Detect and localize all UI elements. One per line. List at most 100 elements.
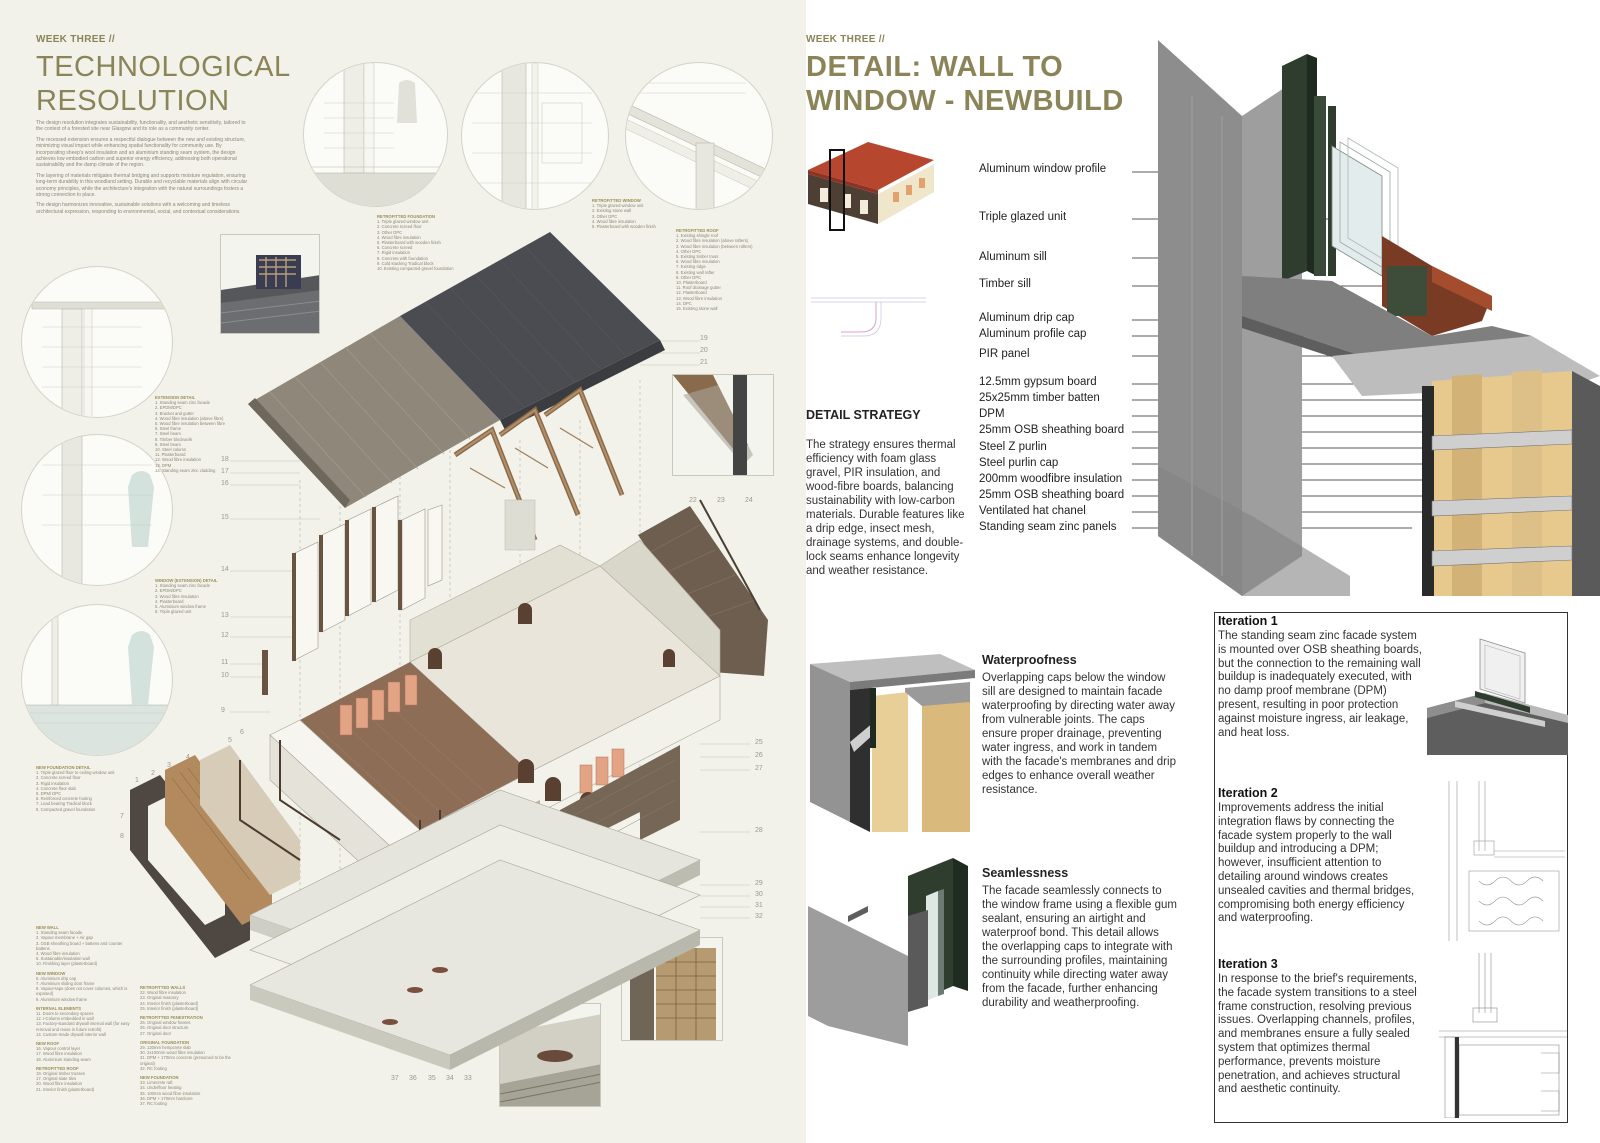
spec-item: 5. Wood fibre insulation between fibre — [155, 421, 225, 427]
legend-item: 27. Original door — [140, 1030, 171, 1036]
spec-item: 1. Triple glazed floor to ceiling window… — [36, 770, 115, 776]
spec-item: 5. DPM/ DPC — [36, 791, 62, 797]
spec-item: 4. Wood fibre insulation (above fibre) — [155, 415, 224, 421]
callout-number: 4 — [186, 754, 190, 761]
legend-item: 13. Factory-standard drywall internal wa… — [36, 1021, 130, 1032]
spec-item: 7. Existing ridge — [676, 264, 706, 270]
right-page-title: DETAIL: WALL TO WINDOW - NEWBUILD — [806, 50, 1124, 118]
spec-title: RETROFITTED ROOF — [676, 228, 719, 233]
spec-item: 2. Wood fibre insulation (above rafters) — [676, 238, 749, 244]
callout-number: 6 — [240, 729, 244, 736]
legend-item: 10. Finishing layer (plasterboard) — [36, 961, 98, 967]
spec-item: 8. Timber blockwork — [155, 436, 193, 442]
spec-item: 1. Standing seam zinc facade — [155, 583, 210, 589]
spec-item: 6. Triple glazed unit — [155, 609, 192, 615]
seamless-detail-render — [808, 858, 968, 1046]
spec-item: 3. Bracket and gutter — [155, 410, 194, 416]
spec-item: 4. Concrete floor slab — [36, 785, 76, 791]
callout-number: 14 — [221, 566, 229, 573]
detail-label: 25mm OSB sheathing board — [979, 424, 1125, 436]
legend-item: 9. Aluminium window frame — [36, 996, 87, 1002]
spec-item: 6. Concrete screed — [377, 245, 413, 251]
intro-paragraph: The design resolution integrates sustain… — [36, 120, 246, 133]
callout-number: 20 — [700, 347, 708, 354]
callout-number: 26 — [755, 752, 763, 759]
callout-number: 2 — [151, 770, 155, 777]
spec-item: 9. Cold stacking Tradical block — [377, 260, 434, 266]
callout-number: 22 — [689, 497, 697, 504]
callout-number: 7 — [120, 813, 124, 820]
iteration-2-text: Improvements address the initial integra… — [1218, 802, 1415, 925]
spec-item: 5. Existing timber truss — [676, 254, 719, 260]
spec-item: 13. DPM — [155, 462, 172, 468]
detail-circle-new-foundation — [21, 604, 173, 756]
legend-group-title: NEW FOUNDATION — [140, 1075, 179, 1081]
spec-item: 4. Plasterboard — [155, 598, 184, 604]
callout-number: 8 — [120, 833, 124, 840]
detail-label: Aluminum profile cap — [979, 328, 1087, 340]
iteration-2-drawing — [1448, 781, 1565, 941]
intro-paragraph: The recessed extension ensures a respect… — [36, 136, 246, 169]
callout-number: 15 — [221, 514, 229, 521]
right-panel: WEEK THREE // DETAIL: WALL TO WINDOW - N… — [806, 0, 1600, 1143]
spec-window-retrofit: RETROFITTED WINDOW 1. Triple glazed wind… — [592, 198, 672, 229]
floor-section-render — [500, 1004, 600, 1106]
legend-item: 6. Aluminium drip cap — [36, 975, 77, 981]
intro-paragraph: The design harmonizes innovative, sustai… — [36, 202, 241, 215]
roof-edge-render — [221, 235, 319, 333]
spec-item: 4. Wood fibre insulation — [377, 234, 421, 240]
spec-item: 3. Wood fibre insulation — [155, 593, 199, 599]
seamless-text: The facade seamlessly connects to the wi… — [982, 885, 1177, 1009]
detail-circle-extension — [21, 266, 173, 418]
spec-item: 5. Plasterboard with wooden finish — [592, 224, 656, 230]
iteration-2-heading: Iteration 2 — [1218, 786, 1278, 800]
callout-number: 34 — [446, 1075, 454, 1082]
spec-foundation-new: NEW FOUNDATION DETAIL 1. Triple glazed f… — [36, 765, 146, 812]
spec-item: 2. EPDM/DPC — [155, 405, 182, 411]
detail-label: 25mm OSB sheathing board — [979, 489, 1125, 501]
spec-title: RETROFITTED FOUNDATION — [377, 214, 436, 219]
legend-group-title: NEW ROOF — [36, 1041, 60, 1047]
spec-item: 2. Existing stone wall — [592, 208, 632, 214]
callout-number: 29 — [755, 880, 763, 887]
inset-gutter — [672, 374, 774, 476]
spec-item: 12. Plasterboard — [676, 290, 707, 296]
spec-item: 10. Plasterboard — [676, 280, 707, 286]
legend-item: 4. Wood fibre insulation — [36, 951, 80, 957]
legend-item: 23. Original masonry — [140, 995, 179, 1001]
callout-number: 1 — [135, 777, 139, 784]
detail-label: Triple glazed unit — [979, 211, 1067, 223]
detail-label: DPM — [979, 408, 1005, 420]
right-title-line2: WINDOW - NEWBUILD — [806, 85, 1124, 117]
spec-item: 2. EPDM/DPC — [155, 588, 182, 594]
legend-item: 16. Vapour control layer — [36, 1046, 81, 1052]
legend-item: 24. Interior finish (plasterboard) — [140, 1000, 199, 1006]
callout-number: 18 — [221, 456, 229, 463]
legend-item: 21. Interior finish (plasterboard) — [36, 1086, 95, 1092]
spec-item: 8. Compacted gravel foundation — [36, 806, 96, 812]
detail-label: Aluminum window profile — [979, 163, 1107, 175]
inset-roof-edge — [220, 234, 320, 334]
iteration-1-heading: Iteration 1 — [1218, 614, 1278, 628]
gutter-render — [673, 375, 773, 475]
callout-number: 11 — [221, 659, 229, 666]
spec-item: 15. Existing stone wall — [676, 306, 718, 312]
intro-text: The design resolution integrates sustain… — [36, 120, 251, 219]
legend-item: 32. RC footing — [140, 1065, 167, 1071]
spec-item: 6. Reinforced concrete footing — [36, 796, 92, 802]
callout-number: 32 — [755, 913, 763, 920]
callout-number: 12 — [221, 632, 229, 639]
legend-item: 35. 100mm wood fibre insulation — [140, 1090, 201, 1096]
detail-circle-window — [461, 62, 609, 210]
waterproof-heading: Waterproofness — [982, 653, 1077, 667]
spec-item: 10. Existing compacted gravel foundation — [377, 266, 454, 272]
spec-title: WINDOW (EXTENSION) DETAIL — [155, 578, 218, 583]
legend-group-title: RETROFITTED FENESTRATION — [140, 1015, 203, 1021]
right-week-label: WEEK THREE // — [806, 34, 885, 45]
left-week-label: WEEK THREE // — [36, 34, 115, 45]
spec-item: 14. Standing seam zinc cladding — [155, 467, 216, 473]
legend-item: 30. 2x100mm wood fibre insulation — [140, 1050, 205, 1056]
spec-item: 7. Steel beam — [155, 431, 181, 437]
left-title-line1: TECHNOLOGICAL — [36, 51, 291, 83]
intro-paragraph: The layering of materials mitigates ther… — [36, 172, 248, 199]
